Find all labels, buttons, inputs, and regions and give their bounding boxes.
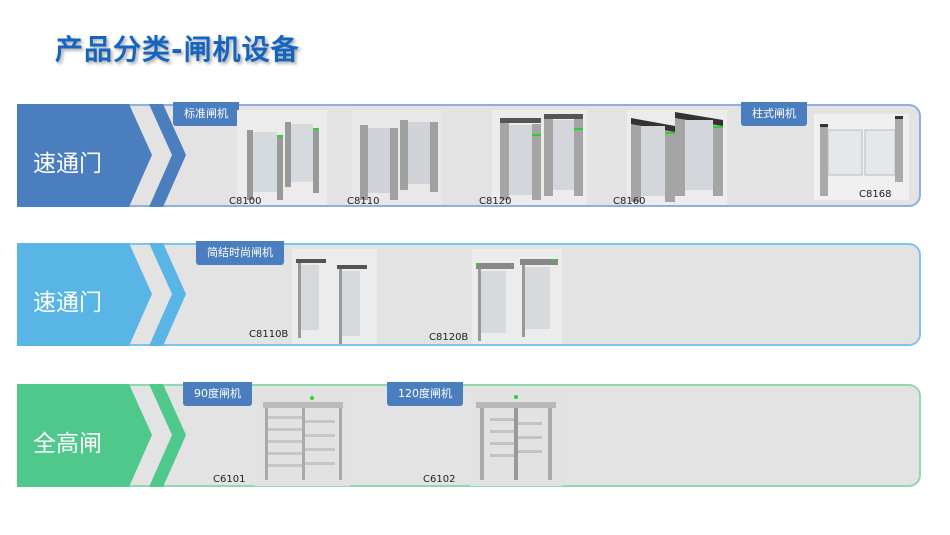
product-code: C8100 (229, 196, 262, 207)
product-image-turnstile (470, 392, 563, 486)
category-label: 速通门 (33, 290, 102, 316)
product-code: C8160 (613, 196, 646, 207)
product-code: C8110B (249, 329, 289, 340)
product-code: C6101 (213, 474, 246, 485)
page-title: 产品分类-闸机设备 (55, 33, 300, 66)
category-label: 全高闸 (33, 431, 102, 457)
tag-pillar-gate: 柱式闸机 (741, 102, 807, 126)
product-image-gate (292, 249, 377, 344)
product-image-pillar-gate (814, 114, 909, 200)
tag-90-degree-gate: 90度闸机 (183, 382, 252, 406)
product-code: C8120B (429, 332, 469, 343)
product-image-gate (627, 110, 727, 205)
category-row-full-height-turnstile: 全高闸 90度闸机 120度闸机 C6101 C6102 (17, 382, 921, 487)
tag-120-degree-gate: 120度闸机 (387, 382, 463, 406)
product-code: C8120 (479, 196, 512, 207)
product-image-gate (237, 110, 327, 205)
tag-slim-fashion-gate: 简结时尚闸机 (196, 241, 284, 265)
category-row-speed-gate: 速通门 标准闸机 柱式闸机 C8100 C8110 C8120 C8160 C8… (17, 102, 921, 207)
tag-standard-gate: 标准闸机 (173, 102, 239, 126)
chevron-banner (17, 104, 186, 207)
product-image-gate (472, 249, 562, 344)
category-row-slim-gate: 速通门 简结时尚闸机 C8110B C8120B (17, 241, 921, 346)
product-image-gate (492, 110, 587, 205)
product-code: C8110 (347, 196, 380, 207)
product-image-gate (352, 110, 442, 205)
chevron-banner (17, 384, 186, 487)
product-code: C6102 (423, 474, 456, 485)
product-code: C8168 (859, 189, 892, 200)
product-image-turnstile (255, 392, 350, 486)
chevron-banner (17, 243, 186, 346)
category-label: 速通门 (33, 151, 102, 177)
